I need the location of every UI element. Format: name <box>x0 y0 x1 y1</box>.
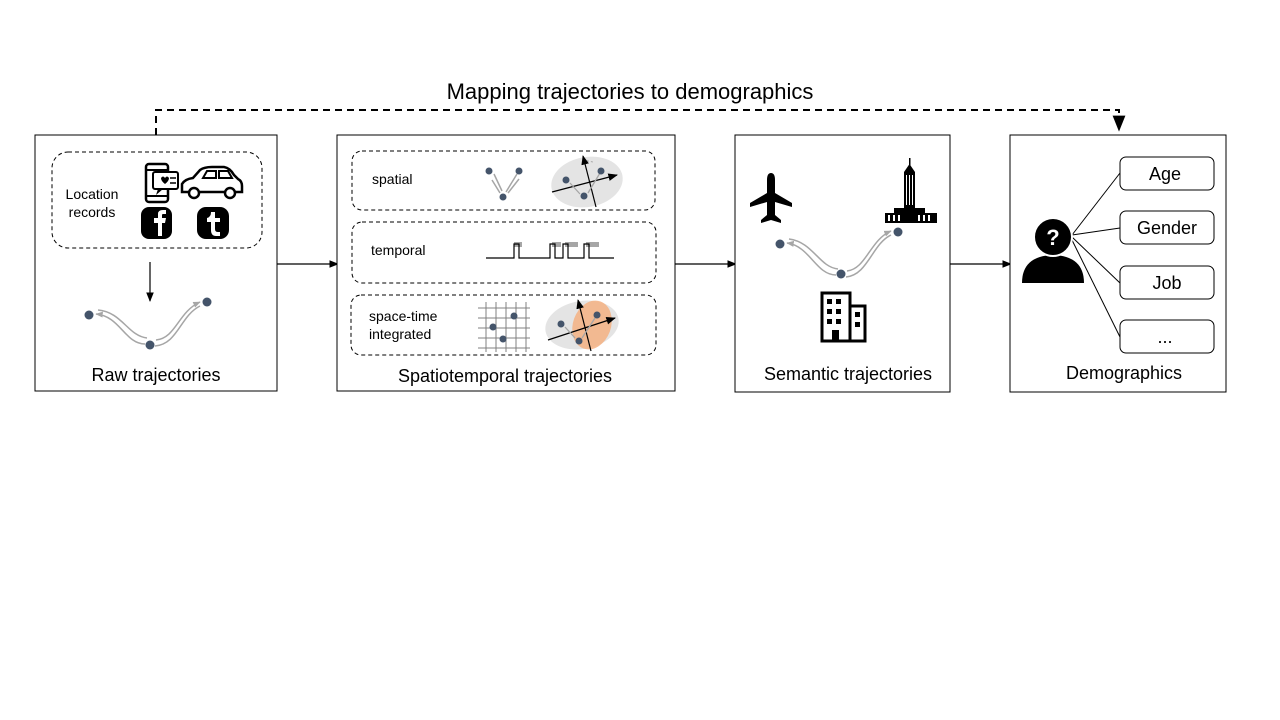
office-building-icon <box>820 291 867 343</box>
facebook-icon <box>141 207 172 239</box>
semantic-caption: Semantic trajectories <box>764 364 932 384</box>
spacetime-label-line2: integrated <box>369 326 431 342</box>
semantic-panel: Semantic trajectories <box>734 134 951 393</box>
location-records-box <box>51 151 263 249</box>
tower-icon <box>885 158 937 223</box>
spatiotemporal-panel: spatial temporal spac <box>336 134 676 392</box>
location-label-line2: records <box>69 204 116 220</box>
raw-trajectory-graphic <box>84 297 212 350</box>
person-question-icon: ? <box>1022 217 1084 283</box>
raw-trajectories-panel: Location records <box>34 134 278 392</box>
tumblr-icon <box>197 207 229 239</box>
svg-text:Gender: Gender <box>1137 218 1197 238</box>
spacetime-grid-graphic <box>478 302 530 352</box>
diagram-title: Mapping trajectories to demographics <box>447 79 814 104</box>
car-icon <box>180 165 244 200</box>
svg-text:?: ? <box>1046 225 1059 250</box>
spatial-ellipse-graphic <box>551 155 623 208</box>
attribute-job: Job <box>1119 265 1215 300</box>
temporal-label: temporal <box>371 242 425 258</box>
temporal-pulse-graphic <box>486 242 614 259</box>
temporal-box <box>351 221 657 284</box>
airplane-icon <box>750 173 792 223</box>
spacetime-ellipse-graphic <box>545 299 619 352</box>
attribute-age: Age <box>1119 156 1215 191</box>
spacetime-label-line1: space-time <box>369 308 438 324</box>
demographics-panel: ? Age Gender Job ... Demographics <box>1009 134 1227 393</box>
spatiotemporal-caption: Spatiotemporal trajectories <box>398 366 612 386</box>
location-label-line1: Location <box>66 186 119 202</box>
demographics-caption: Demographics <box>1066 363 1182 383</box>
attribute-connectors <box>1071 172 1121 338</box>
svg-text:...: ... <box>1157 327 1172 347</box>
svg-text:Age: Age <box>1149 164 1181 184</box>
spacetime-box <box>350 294 657 356</box>
spatial-label: spatial <box>372 171 412 187</box>
phone-icon <box>144 162 179 204</box>
attribute-gender: Gender <box>1119 210 1215 245</box>
mapping-dashed-arrow <box>155 109 1126 135</box>
svg-text:Job: Job <box>1152 273 1181 293</box>
attribute-more: ... <box>1119 319 1215 354</box>
spatial-motion-graphic <box>485 167 523 201</box>
spatial-box <box>351 150 656 211</box>
semantic-trajectory-graphic <box>775 227 903 279</box>
raw-trajectories-caption: Raw trajectories <box>91 365 220 385</box>
